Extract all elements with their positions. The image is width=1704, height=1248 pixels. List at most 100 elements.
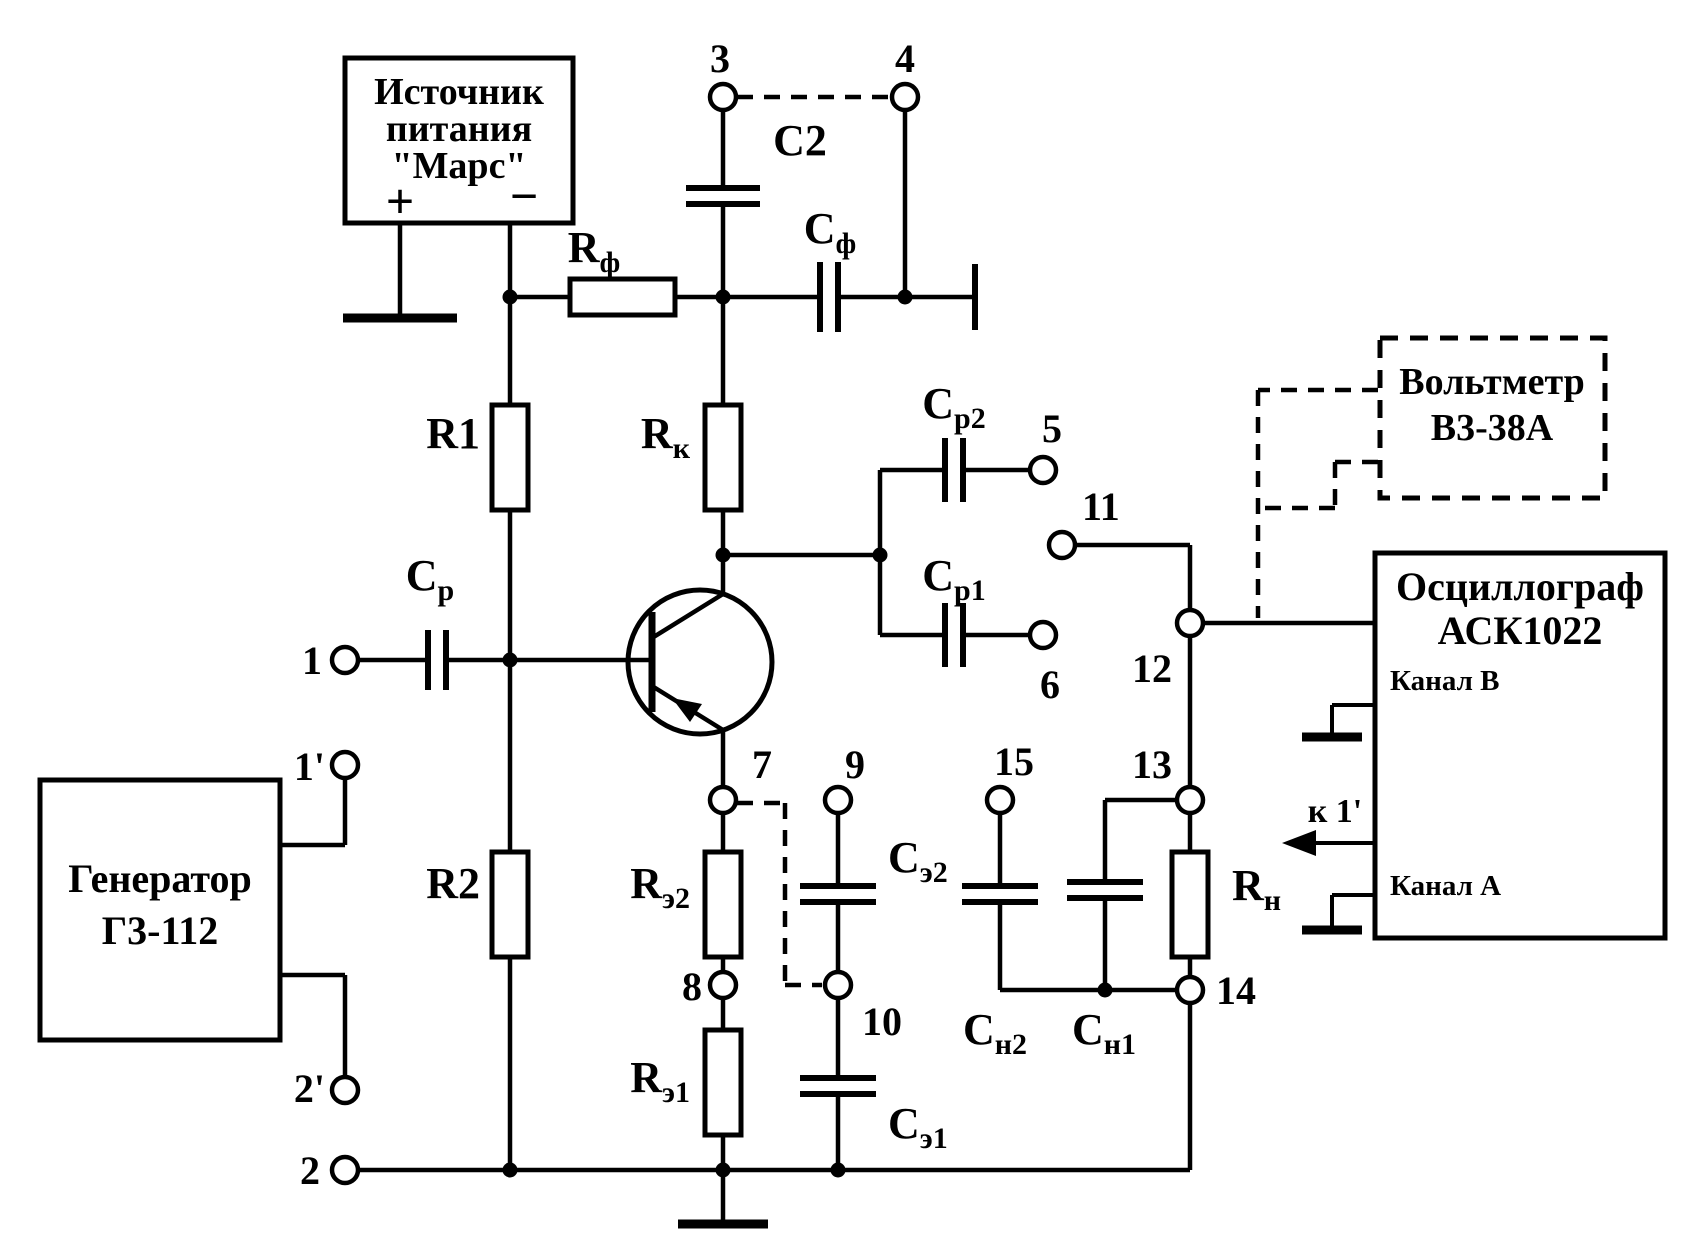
junction-dot xyxy=(502,289,518,305)
capacitor-cn1: Cн1 xyxy=(1067,879,1143,1061)
dashed-7-to-10 xyxy=(737,800,822,988)
capacitor-cf: Cф xyxy=(804,204,857,332)
capacitor-cr: Cр xyxy=(406,551,454,690)
terminal-11-label: 11 xyxy=(1082,484,1120,529)
terminal-12 xyxy=(1174,607,1206,639)
capacitor-cn2-label: Cн2 xyxy=(963,1005,1027,1061)
terminal-7-label: 7 xyxy=(752,742,772,787)
bottom-ground-symbol xyxy=(678,1170,768,1229)
left-arrow-icon xyxy=(1282,830,1316,856)
wire-cn2-bottom xyxy=(997,902,1105,993)
capacitor-ce1-label: Cэ1 xyxy=(888,1099,948,1155)
resistor-r1-label: R1 xyxy=(426,409,480,458)
terminal-15-label: 15 xyxy=(994,739,1034,784)
wire-11-to-12 xyxy=(1075,542,1193,610)
channel-b-label: Канал B xyxy=(1390,665,1499,697)
terminal-5-label: 5 xyxy=(1042,406,1062,451)
capacitor-cr2-plates xyxy=(942,438,966,502)
generator-title-1: Генератор xyxy=(68,856,252,901)
channel-a-label: Канал A xyxy=(1390,870,1501,902)
resistor-rf-label: Rф xyxy=(568,223,621,279)
terminal-10 xyxy=(822,969,854,1001)
capacitor-cr1-plates xyxy=(942,603,966,667)
terminal-1-label: 1 xyxy=(302,638,322,683)
capacitor-cf-plates xyxy=(817,262,841,332)
capacitor-cr2-label: Cр2 xyxy=(922,379,985,435)
junction-dot xyxy=(830,1162,846,1178)
wire-gen-out-bottom xyxy=(280,972,348,1077)
oscilloscope-title-1: Осциллограф xyxy=(1396,564,1644,609)
capacitor-cn2: Cн2 xyxy=(962,883,1038,1061)
voltmeter-box xyxy=(1377,335,1608,501)
transistor-emitter-arrow-icon xyxy=(672,698,702,722)
terminal-8 xyxy=(707,969,739,1001)
resistor-r1: R1 xyxy=(426,402,531,513)
generator-title-2: Г3-112 xyxy=(102,908,219,953)
voltmeter-title-2: В3-38А xyxy=(1431,407,1554,449)
terminal-11 xyxy=(1046,529,1078,561)
terminal-1p-label: 1' xyxy=(294,744,325,789)
terminal-13-label: 13 xyxy=(1132,742,1172,787)
terminal-2p xyxy=(329,1074,361,1106)
terminal-9 xyxy=(822,784,854,816)
terminal-1 xyxy=(329,644,361,676)
transistor xyxy=(625,555,775,787)
transistor-circle xyxy=(625,587,775,737)
voltmeter-title-1: Вольтметр xyxy=(1399,361,1585,403)
dashed-voltmeter-lead-1 xyxy=(1255,387,1378,618)
device-power-supply: Источник питания "Марс" + − xyxy=(342,55,576,229)
wire-cn1-top xyxy=(1102,797,1177,882)
oscilloscope-title-2: АСК1022 xyxy=(1438,608,1603,653)
power-supply-box xyxy=(342,55,576,226)
terminals xyxy=(329,81,1206,1186)
capacitor-cn2-plates xyxy=(962,883,1038,905)
resistor-re2-label: Rэ2 xyxy=(630,859,690,915)
junction-dot xyxy=(502,652,518,668)
junction-dot xyxy=(715,1162,731,1178)
channel-a-ground-stem xyxy=(1330,893,1375,928)
power-supply-title-1: Источник xyxy=(374,71,544,113)
resistor-re1-body xyxy=(702,1027,744,1138)
resistor-rn-label: Rн xyxy=(1232,861,1281,917)
capacitor-ce2: Cэ2 xyxy=(800,833,948,905)
capacitor-cr1: Cр1 xyxy=(922,551,986,667)
resistor-r2-label: R2 xyxy=(426,859,480,908)
terminal-labels: 1 1' 2' 2 3 4 5 6 11 12 7 8 9 10 15 13 1… xyxy=(294,36,1256,1193)
terminal-9-label: 9 xyxy=(845,742,865,787)
capacitor-cf-label: Cф xyxy=(804,204,857,260)
terminal-14 xyxy=(1174,974,1206,1006)
resistor-r2: R2 xyxy=(426,849,531,960)
terminal-2 xyxy=(329,1154,361,1186)
oscilloscope-box xyxy=(1372,550,1668,941)
capacitor-ce2-plates xyxy=(800,883,876,905)
resistor-re1: Rэ1 xyxy=(630,1027,744,1138)
resistor-r1-body xyxy=(489,402,531,513)
device-generator: Генератор Г3-112 xyxy=(37,777,283,1043)
minus-sign: − xyxy=(510,168,539,224)
terminal-14-label: 14 xyxy=(1216,968,1256,1013)
capacitor-cr2: Cр2 xyxy=(922,379,986,502)
capacitor-ce1-plates xyxy=(800,1075,876,1097)
channel-b-ground-symbol xyxy=(1302,703,1375,742)
terminal-1p xyxy=(329,749,361,781)
junction-dot xyxy=(502,1162,518,1178)
terminal-4 xyxy=(889,81,921,113)
resistor-re2: Rэ2 xyxy=(630,849,744,960)
resistor-re1-label: Rэ1 xyxy=(630,1053,690,1109)
capacitor-ce1: Cэ1 xyxy=(800,1075,948,1155)
junction-dot xyxy=(715,289,731,305)
wire-gen-out-top xyxy=(280,778,348,848)
resistor-re2-body xyxy=(702,849,744,960)
terminal-6 xyxy=(1027,619,1059,651)
terminal-8-label: 8 xyxy=(682,964,702,1009)
terminal-15 xyxy=(984,784,1016,816)
resistor-rf-body xyxy=(567,276,678,318)
terminal-13 xyxy=(1174,784,1206,816)
junction-dot xyxy=(897,289,913,305)
resistor-rk-label: Rк xyxy=(641,409,691,465)
capacitor-c2-plates xyxy=(686,185,760,207)
resistor-rk-body xyxy=(702,402,744,513)
terminal-12-label: 12 xyxy=(1132,646,1172,691)
resistor-rk: Rк xyxy=(641,402,744,513)
